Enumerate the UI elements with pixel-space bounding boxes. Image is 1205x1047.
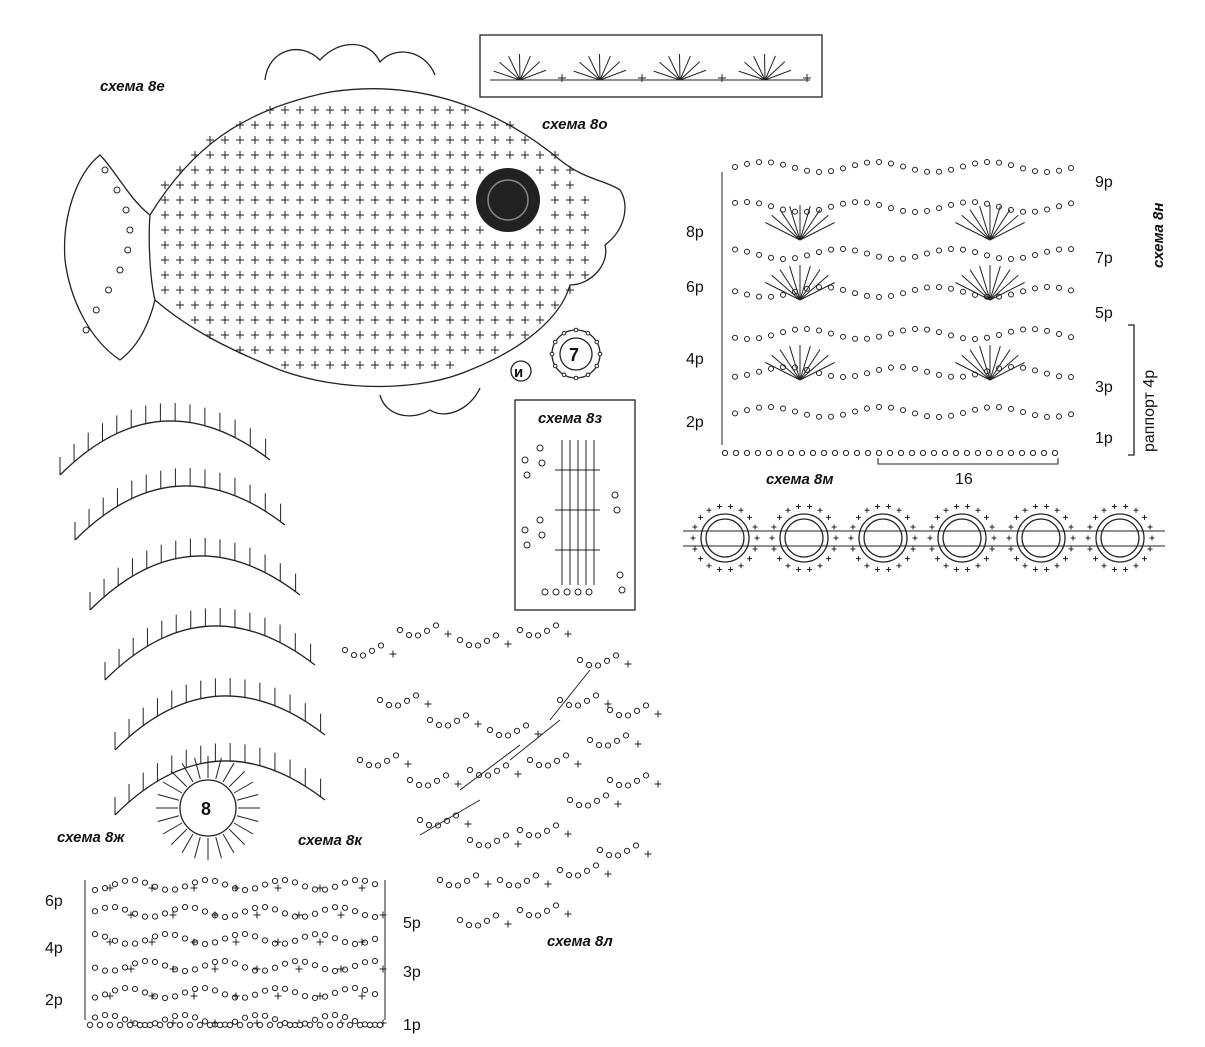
svg-text:2р: 2р — [45, 992, 63, 1009]
circle-motif-7: 7 и — [510, 327, 603, 382]
top-fan-strip — [479, 34, 823, 98]
fish-eye — [476, 168, 540, 232]
small-grid-label: схема 8з — [538, 410, 602, 427]
fish-chart: схема 8е — [63, 43, 626, 417]
rings-row-label: схема 8м — [766, 471, 834, 488]
mesh-right-row-labels: 5р 3р 1р — [403, 915, 421, 1034]
fish-stitch-grid — [82, 106, 589, 369]
svg-text:3р: 3р — [1095, 379, 1113, 396]
svg-text:3р: 3р — [403, 964, 421, 981]
fan-row-label: схема 8н — [1150, 203, 1167, 268]
svg-text:6р: 6р — [686, 279, 704, 296]
svg-text:1р: 1р — [1095, 430, 1113, 447]
svg-text:7р: 7р — [1095, 250, 1113, 267]
fan-rows-chart: 8р 6р 4р 2р 9р 7р 5р 3р 1р раппорт 4р сх… — [686, 159, 1167, 488]
flower-chart: 8 схема 8ж — [57, 403, 326, 860]
svg-text:1р: 1р — [403, 1017, 421, 1034]
svg-text:5р: 5р — [1095, 305, 1113, 322]
repeat-label: раппорт 4р — [1141, 370, 1158, 452]
mesh-chart: 6р 4р 2р 5р 3р 1р — [45, 876, 421, 1034]
marker-i: и — [514, 364, 523, 381]
fish-top-fin — [264, 43, 436, 81]
svg-text:8р: 8р — [686, 224, 704, 241]
svg-text:4р: 4р — [45, 940, 63, 957]
repeat-count: 16 — [955, 471, 973, 488]
fish-bottom-fin — [379, 387, 481, 417]
mesh-left-row-labels: 6р 4р 2р — [45, 893, 63, 1009]
rings-row-chart: схема 8м — [683, 471, 1165, 573]
svg-text:9р: 9р — [1095, 174, 1113, 191]
fish-tail — [63, 154, 156, 361]
small-grid-chart: схема 8з — [514, 399, 636, 611]
circle-8-number: 8 — [201, 799, 211, 819]
fan-right-row-labels: 9р 7р 5р 3р 1р — [1095, 174, 1113, 447]
svg-text:5р: 5р — [403, 915, 421, 932]
svg-text:4р: 4р — [686, 351, 704, 368]
branch-label: схема 8л — [547, 933, 613, 950]
bubble-label: схема 8о — [542, 116, 608, 133]
fish-body-outline — [148, 88, 626, 388]
svg-text:6р: 6р — [45, 893, 63, 910]
fan-left-row-labels: 8р 6р 4р 2р — [686, 224, 704, 431]
mesh-label: схема 8к — [298, 832, 363, 849]
svg-text:2р: 2р — [686, 414, 704, 431]
fish-label: схема 8е — [100, 78, 165, 95]
circle-7-number: 7 — [569, 345, 579, 365]
flower-label: схема 8ж — [57, 829, 125, 846]
branch-chart: схема 8к схема 8л — [298, 622, 662, 950]
